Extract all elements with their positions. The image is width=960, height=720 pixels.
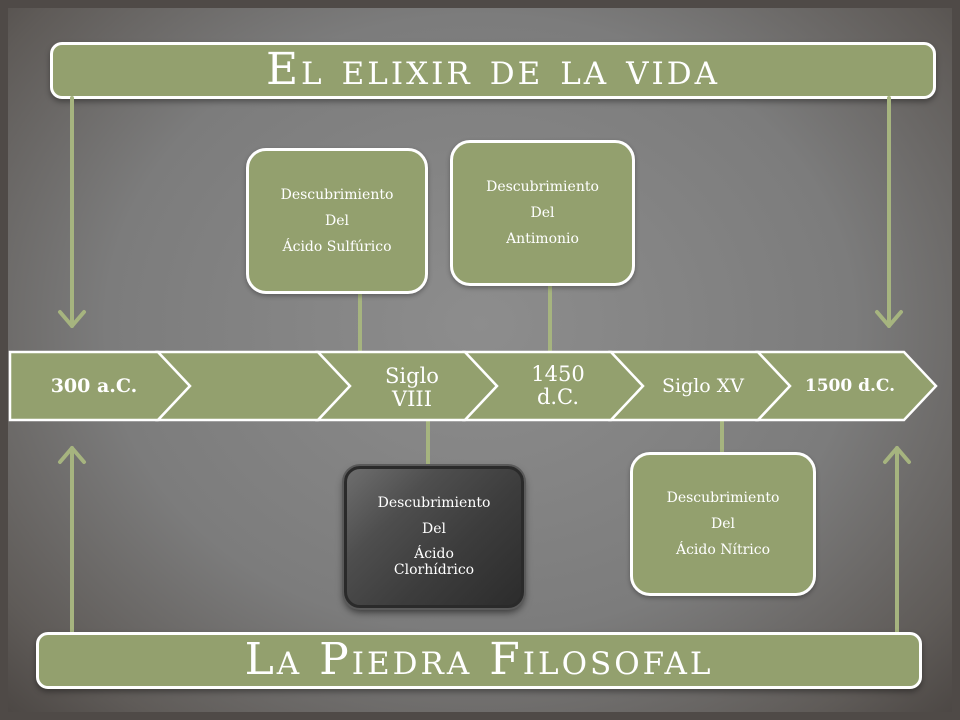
event-box-antimonio: Descubrimiento Del Antimonio [450,140,635,286]
event-line-1: Descubrimiento [377,494,491,511]
arrow-down-left-head [58,310,86,328]
event-box-clorhidrico: Descubrimiento Del Ácido Clorhídrico [344,466,524,608]
event-line-3: Antimonio [506,231,579,247]
event-line-3: Ácido Nítrico [675,542,771,558]
event-line-1: Descubrimiento [666,490,780,506]
timeline-label-4: 1450 d.C. [531,361,585,409]
title-banner-top: El elixir de la vida [50,42,936,99]
event-line-1: Descubrimiento [280,187,394,203]
event-box-sulfurico: Descubrimiento Del Ácido Sulfúrico [246,148,428,294]
event-box-nitrico: Descubrimiento Del Ácido Nítrico [630,452,816,596]
arrow-down-right-head [875,310,903,328]
event-line-2: Del [711,516,735,532]
timeline-label-5: Siglo XV [661,374,745,397]
event-line-3: Ácido Clorhídrico [393,545,475,578]
timeline-label-2 [190,352,320,420]
timeline-label-3: Siglo VIII [385,363,439,411]
timeline-segment-6 [755,350,938,422]
event-line-2: Del [530,205,555,221]
event-line-3: Ácido Sulfúrico [282,239,392,255]
timeline-label-6: 1500 d.C. [804,375,896,396]
event-line-2: Del [422,520,446,537]
event-line-2: Del [325,213,349,229]
event-line-1: Descubrimiento [486,179,599,195]
title-banner-bottom: La Piedra Filosofal [36,632,922,689]
arrow-up-right-head [883,446,911,464]
timeline-label-1: 300 a.C. [50,374,138,397]
arrow-up-left-head [58,446,86,464]
